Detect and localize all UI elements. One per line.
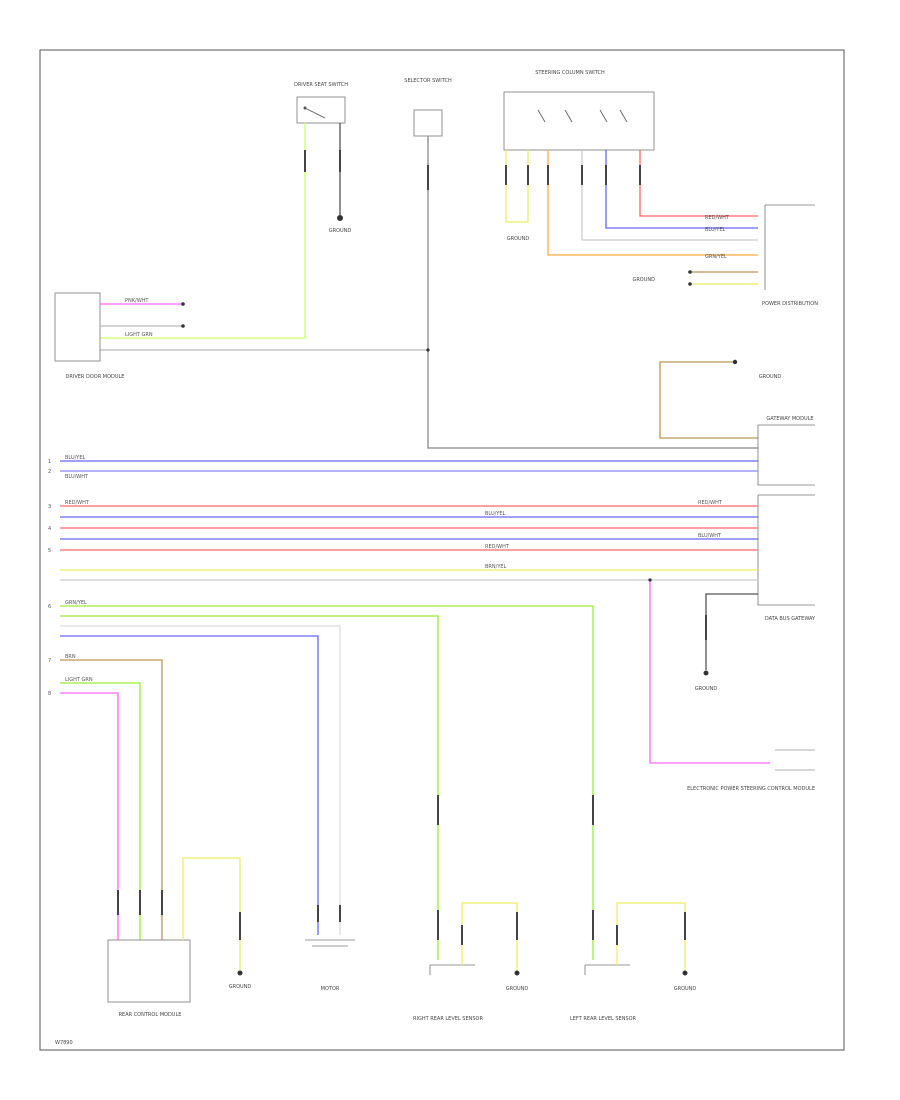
rear-module-caption: REAR CONTROL MODULE: [119, 1012, 182, 1018]
wire-label-bus-right-1: RED/WHT: [698, 500, 723, 506]
ground-left-caption: GROUND: [674, 986, 697, 992]
steering-column-switch: STEERING COLUMN SWITCH: [503, 70, 655, 151]
diagram-frame: [39, 49, 845, 1051]
wire-label-power-top: RED/WHT: [705, 215, 730, 221]
steering-column-box: [503, 91, 655, 151]
pin-e-mid: 5: [48, 548, 51, 554]
wire-lower-brown: [60, 659, 163, 940]
steering-column-caption: STEERING COLUMN SWITCH: [535, 70, 605, 76]
ground-right-caption: GROUND: [506, 986, 529, 992]
selector-caption: SELECTOR SWITCH: [404, 78, 452, 84]
wire-steer-red: [639, 150, 758, 217]
pin-c-mid: 3: [48, 504, 51, 510]
ground-steering-caption: GROUND: [507, 236, 530, 242]
ground-motor-caption: GROUND: [229, 984, 252, 990]
wire-eps-pink: [649, 580, 770, 764]
seat-switch-caption: DRIVER SEAT SWITCH: [294, 82, 348, 88]
eps-module-caption: ELECTRONIC POWER STEERING CONTROL MODULE: [687, 786, 815, 792]
wire-left-sensor-loop: [616, 902, 686, 970]
wire-lower-green-1: [60, 605, 594, 960]
wire-steer-white: [581, 150, 758, 241]
seat-switch-box: [296, 96, 346, 124]
right-sensor-caption: RIGHT REAR LEVEL SENSOR: [413, 1016, 483, 1022]
wire-gateway-ground: [705, 593, 758, 670]
pin-h-lower: 8: [48, 691, 51, 697]
wire-label-bus-power: RED/WHT: [65, 500, 90, 506]
wire-label-can-high-top: BLU/YEL: [705, 227, 726, 233]
driver-door-module: DRIVER DOOR MODULE: [54, 292, 125, 380]
right-sensor: RIGHT REAR LEVEL SENSOR: [413, 964, 483, 1022]
motor-symbol: MOTOR: [305, 939, 355, 992]
ground-gateway-caption: GROUND: [759, 374, 782, 380]
driver-door-caption: DRIVER DOOR MODULE: [66, 374, 125, 380]
wire-rear-motor-loop: [182, 857, 241, 970]
driver-door-box: [54, 292, 101, 362]
pin-a-top: 1: [48, 459, 51, 465]
wire-selector-gray: [427, 136, 758, 449]
wire-label-door-sense: LIGHT GRN: [125, 332, 153, 338]
wire-label-lower-ground: BRN: [65, 654, 76, 660]
wire-lower-blue: [60, 635, 319, 935]
rear-module-box: [107, 939, 191, 1003]
wire-lower-pink: [60, 692, 119, 940]
pin-g-lower: 7: [48, 658, 51, 664]
wire-label-bus-right-2: BLU/WHT: [698, 533, 722, 539]
gateway-top-caption: GATEWAY MODULE: [766, 416, 813, 422]
selector-switch: SELECTOR SWITCH: [404, 78, 452, 137]
ground-gateway-bottom-caption: GROUND: [695, 686, 718, 692]
pin-b-top: 2: [48, 469, 51, 475]
wire-label-can-low-left: BLU/WHT: [65, 474, 89, 480]
wire-lower-lightgreen: [60, 682, 141, 940]
ground-seat-symbol: [337, 215, 343, 221]
wire-lower-green-2: [60, 615, 439, 960]
wire-label-can-high-left: BLU/YEL: [65, 455, 86, 461]
seat-switch: DRIVER SEAT SWITCH: [294, 82, 348, 124]
wire-seat-switch-green: [100, 123, 306, 339]
ground-side-caption: GROUND: [632, 277, 655, 283]
wire-label-lower-sense: LIGHT GRN: [65, 677, 93, 683]
wire-steer-yellow-a: [505, 150, 529, 223]
left-sensor-caption: LEFT REAR LEVEL SENSOR: [570, 1016, 637, 1022]
wire-steer-orange: [547, 150, 758, 256]
footer-code: W7890: [55, 1040, 73, 1046]
ground-seat-caption: GROUND: [329, 228, 352, 234]
gateway-mid-caption: DATA BUS GATEWAY: [765, 616, 816, 622]
power-dist-caption: POWER DISTRIBUTION: [762, 301, 818, 307]
wire-label-bus-mid-2: RED/WHT: [485, 544, 510, 550]
wire-label-door-pink: PNK/WHT: [125, 298, 149, 304]
wire-label-bus-yellow: BRN/YEL: [485, 564, 507, 570]
pin-f-lower: 6: [48, 604, 51, 610]
motor-caption: MOTOR: [321, 986, 340, 992]
wire-lower-white: [60, 625, 341, 935]
rear-module: REAR CONTROL MODULE: [107, 939, 191, 1018]
wire-right-sensor-loop: [461, 902, 518, 970]
selector-box: [413, 109, 443, 137]
left-sensor: LEFT REAR LEVEL SENSOR: [570, 964, 637, 1022]
wire-label-signal-top: GRN/YEL: [705, 254, 727, 260]
wire-label-lower-signal: GRN/YEL: [65, 600, 87, 606]
wire-gateway-brown: [659, 361, 758, 439]
pin-d-mid: 4: [48, 526, 51, 532]
wire-label-bus-mid-1: BLU/YEL: [485, 511, 506, 517]
